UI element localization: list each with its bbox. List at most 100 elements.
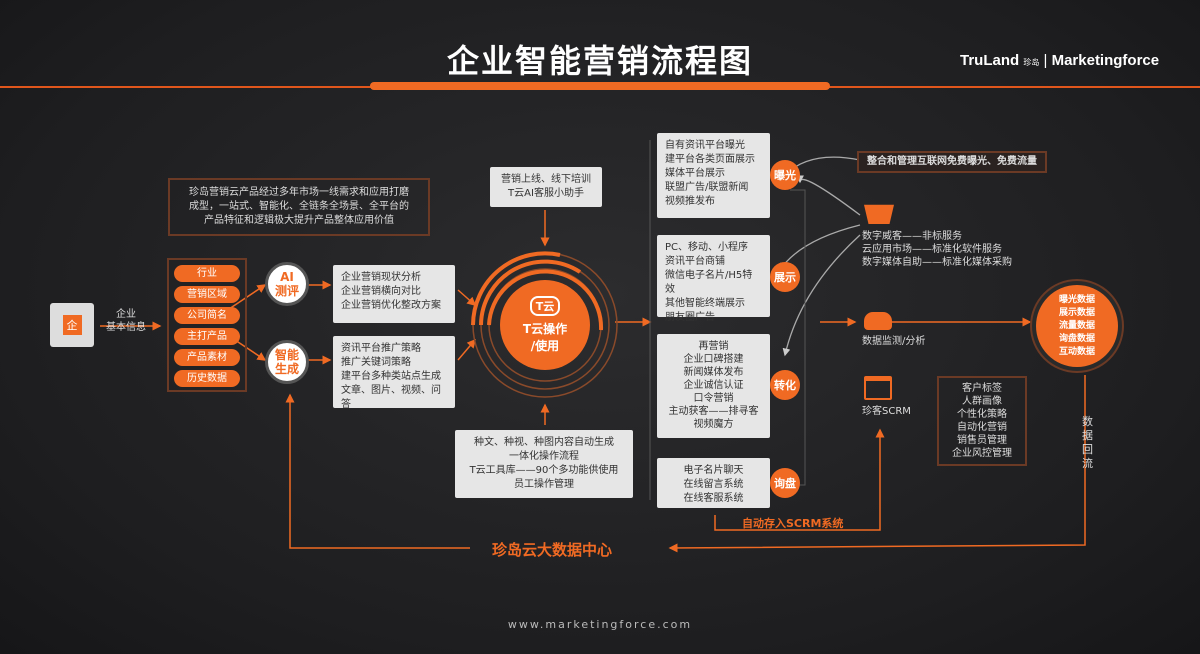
badge-display: 展示 <box>770 262 800 292</box>
node-label: 生成 <box>274 362 299 376</box>
list-item: 电子名片聊天 <box>683 465 744 476</box>
list-item: 建平台各类页面展示 <box>665 154 755 165</box>
cloud-data-icon <box>864 312 892 330</box>
list-item: 一体化操作流程 <box>509 451 579 462</box>
list-item: 自动化营销 <box>957 422 1007 433</box>
list-item: 企业风控管理 <box>952 448 1012 459</box>
input-label-line: 基本信息 <box>106 322 146 333</box>
badge-exposure: 曝光 <box>770 160 800 190</box>
list-item: 视频推发布 <box>665 196 715 207</box>
logo-truland: TruLand <box>960 52 1020 69</box>
list-item: 视频魔方 <box>693 419 734 430</box>
list-item: 自有资讯平台曝光 <box>665 140 745 151</box>
list-item: 再营销 <box>698 341 729 352</box>
node-label: 测评 <box>274 284 299 298</box>
stage-box-inquiry: 电子名片聊天在线留言系统在线客服系统 <box>657 458 770 508</box>
data-item: 互动数据 <box>1058 346 1095 357</box>
fields-box: 行业 营销区域 公司简名 主打产品 产品素材 历史数据 <box>167 258 247 392</box>
list-item: PC、移动、小程序 <box>665 242 749 253</box>
smart-gen-box: 资讯平台推广策略推广关键词策略建平台多种类站点生成文章、图片、视频、问答 <box>333 336 455 410</box>
badge-inquiry: 询盘 <box>770 468 800 498</box>
list-item: 种文、种视、种图内容自动生成 <box>474 437 614 448</box>
list-item: 资讯平台推广策略 <box>341 343 421 354</box>
brand-logo: TruLand 珍岛 | Marketingforce <box>960 52 1160 69</box>
ai-eval-box: 企业营销现状分析企业营销横向对比企业营销优化整改方案 <box>333 265 455 323</box>
list-item: 云应用市场——标准化软件服务 <box>862 244 1002 255</box>
footer-url: www.marketingforce.com <box>507 618 693 631</box>
list-item: 资讯平台商铺 <box>665 256 725 267</box>
input-label-line: 企业 <box>116 309 136 320</box>
list-item: 其他智能终端展示 <box>665 298 745 309</box>
list-item: 在线客服系统 <box>683 493 744 504</box>
core-label: /使用 <box>530 339 560 353</box>
data-item: 曝光数据 <box>1058 294 1095 305</box>
scrm-features-box: 客户标签人群画像个性化策略自动化营销销售员管理企业风控管理 <box>937 376 1027 466</box>
list-item: 企业营销现状分析 <box>341 272 421 283</box>
field-pill: 主打产品 <box>174 328 240 345</box>
intro-line: 成型，一站式、智能化、全链条全场景、全平台的 <box>189 201 409 212</box>
free-traffic-box: 整合和管理互联网免费曝光、免费流量 <box>857 151 1047 173</box>
list-item: 营销上线、线下培训 <box>501 174 591 185</box>
stage-box-display: PC、移动、小程序资讯平台商铺微信电子名片/H5特效其他智能终端展示朋友圈广告 <box>657 235 770 323</box>
input-label: 企业基本信息 <box>106 308 146 334</box>
list-item: 企业营销横向对比 <box>341 286 421 297</box>
scrm-label: 珍客SCRM <box>862 406 911 417</box>
field-pill: 营销区域 <box>174 286 240 303</box>
list-item: 口令营销 <box>693 393 734 404</box>
shopping-basket-icon <box>864 204 894 224</box>
services-list: 数字威客——非标服务云应用市场——标准化软件服务数字媒体自助——标准化媒体采购 <box>862 230 1012 269</box>
list-item: 朋友圈广告 <box>665 312 715 323</box>
list-item: 新闻媒体发布 <box>683 367 744 378</box>
stage-box-exposure: 自有资讯平台曝光建平台各类页面展示媒体平台展示联盟广告/联盟新闻视频推发布 <box>657 133 770 218</box>
node-label: AI <box>280 270 294 284</box>
field-pill: 产品素材 <box>174 349 240 366</box>
list-item: 企业口碑搭建 <box>683 354 744 365</box>
intro-line: 产品特征和逻辑极大提升产品整体应用价值 <box>204 215 394 226</box>
list-item: T云AI客服小助手 <box>508 188 584 199</box>
field-pill: 行业 <box>174 265 240 282</box>
logo-sub: 珍岛 <box>1023 58 1040 67</box>
list-item: 建平台多种类站点生成 <box>341 371 441 382</box>
data-circle: 曝光数据展示数据流量数据询盘数据互动数据 <box>1036 285 1118 367</box>
t-cloud-core: T云 T云操作/使用 <box>500 280 590 370</box>
data-item: 展示数据 <box>1058 307 1095 318</box>
list-item: 推广关键词策略 <box>341 357 411 368</box>
stage-box-conversion: 再营销企业口碑搭建新闻媒体发布企业诚信认证口令营销主动获客——排寻客视频魔方 <box>657 334 770 438</box>
intro-box: 珍岛营销云产品经过多年市场一线需求和应用打磨成型，一站式、智能化、全链条全场景、… <box>168 178 430 236</box>
smart-gen-node: 智能生成 <box>265 340 309 384</box>
list-item: 微信电子名片/H5特效 <box>665 270 753 295</box>
bottom-box: 种文、种视、种图内容自动生成一体化操作流程 T云工具库——90个多功能供使用员工操… <box>455 430 633 498</box>
list-item: 主动获客——排寻客 <box>668 406 759 417</box>
list-item: 员工操作管理 <box>514 479 574 490</box>
page-title: 企业智能营销流程图 <box>446 42 753 80</box>
scrm-gear-icon <box>864 376 892 400</box>
list-item: 媒体平台展示 <box>665 168 725 179</box>
list-item: 在线留言系统 <box>683 479 744 490</box>
icon-text: 企 <box>62 315 82 335</box>
intro-line: 珍岛营销云产品经过多年市场一线需求和应用打磨 <box>189 187 409 198</box>
list-item: 文章、图片、视频、问答 <box>341 385 441 410</box>
list-item: 企业诚信认证 <box>683 380 744 391</box>
field-pill: 公司简名 <box>174 307 240 324</box>
data-item: 询盘数据 <box>1058 333 1095 344</box>
list-item: 联盟广告/联盟新闻 <box>665 182 749 193</box>
monitor-label: 数据监测/分析 <box>862 336 926 347</box>
list-item: 数字威客——非标服务 <box>862 231 962 242</box>
data-center-label: 珍岛云大数据中心 <box>492 541 613 559</box>
t-cloud-icon: T云 <box>529 296 561 316</box>
data-return-label: 数据回流 <box>1082 415 1093 470</box>
badge-conversion: 转化 <box>770 370 800 400</box>
field-pill: 历史数据 <box>174 370 240 387</box>
node-label: 智能 <box>274 348 299 362</box>
core-label: T云操作 <box>522 322 568 336</box>
list-item: 客户标签 <box>962 383 1002 394</box>
auto-scrm-label: 自动存入SCRM系统 <box>742 517 844 530</box>
list-item: 个性化策略 <box>957 409 1007 420</box>
logo-marketingforce: Marketingforce <box>1051 52 1160 69</box>
list-item: 销售员管理 <box>957 435 1007 446</box>
top-box: 营销上线、线下培训 T云AI客服小助手 <box>490 167 602 207</box>
list-item: T云工具库——90个多功能供使用 <box>469 465 619 476</box>
list-item: 数字媒体自助——标准化媒体采购 <box>862 257 1012 268</box>
list-item: 企业营销优化整改方案 <box>341 300 441 311</box>
